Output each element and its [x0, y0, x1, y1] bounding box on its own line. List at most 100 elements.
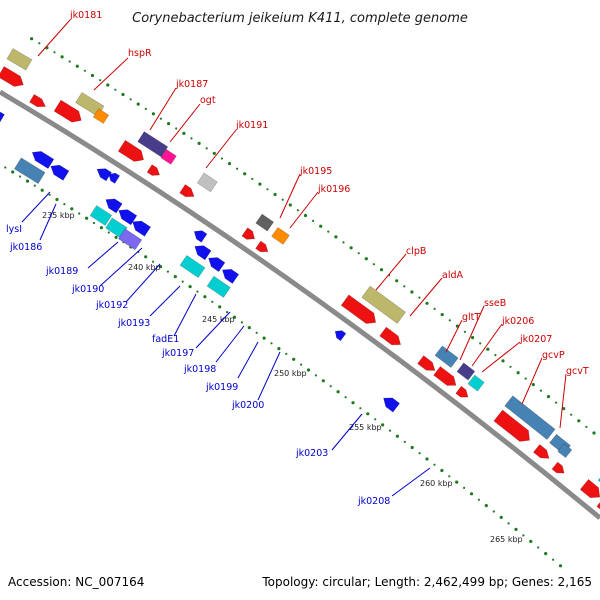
- gc-dot: [247, 326, 251, 330]
- gene-label[interactable]: jk0189: [45, 241, 119, 277]
- gene-label[interactable]: jk0193: [117, 285, 181, 329]
- leader-line: [205, 129, 237, 169]
- gene-label[interactable]: jk0192: [95, 263, 161, 311]
- gc-dot: [558, 564, 563, 568]
- gene-feature: [334, 330, 347, 342]
- gc-dot: [448, 475, 451, 478]
- leader-line: [195, 311, 231, 349]
- gene-feature: [551, 461, 565, 474]
- gc-dot: [273, 192, 277, 197]
- gene-label[interactable]: jk0208: [357, 467, 431, 507]
- gene-feature: [271, 226, 290, 245]
- gc-dot: [129, 98, 132, 101]
- gene-label[interactable]: jk0195: [279, 166, 332, 219]
- gc-dot: [175, 127, 178, 130]
- leader-line: [481, 341, 521, 373]
- gc-dot: [255, 331, 258, 334]
- gc-dot: [585, 425, 588, 428]
- gene-label[interactable]: lysI: [6, 191, 51, 235]
- gc-dot: [492, 510, 495, 513]
- gc-dot: [425, 457, 429, 461]
- gene-label[interactable]: jk0206: [471, 316, 534, 367]
- gc-dot: [334, 235, 338, 239]
- gene-label[interactable]: aldA: [409, 270, 463, 317]
- gene-label[interactable]: jk0190: [71, 247, 143, 295]
- gc-dot: [251, 177, 254, 180]
- gc-dot: [357, 252, 360, 255]
- gc-dot: [4, 166, 7, 169]
- gene-label-text: gltT: [462, 312, 480, 323]
- gc-dot: [463, 486, 466, 489]
- gc-dot: [270, 342, 273, 345]
- gene-label[interactable]: jk0196: [289, 184, 350, 229]
- gene-feature: [96, 168, 112, 182]
- gc-dot: [11, 170, 15, 174]
- gene-label[interactable]: jk0207: [481, 334, 552, 373]
- gene-label[interactable]: sseB: [459, 298, 506, 361]
- gene-label[interactable]: jk0197: [161, 311, 231, 359]
- gene-label[interactable]: jk0191: [205, 120, 268, 169]
- gene-label[interactable]: gcvT: [559, 366, 589, 429]
- gene-feature: [194, 245, 212, 261]
- leader-line: [279, 173, 301, 219]
- gene-label[interactable]: jk0186: [9, 203, 57, 253]
- gene-label[interactable]: hspR: [93, 48, 152, 91]
- gene-label-text: jk0191: [235, 120, 268, 131]
- gc-dot: [226, 311, 229, 314]
- gc-dot: [312, 219, 315, 222]
- gene-label[interactable]: jk0187: [149, 79, 208, 131]
- gc-dot: [484, 504, 488, 508]
- gc-dot: [342, 241, 345, 244]
- gene-label[interactable]: clpB: [375, 246, 426, 291]
- gene-label[interactable]: ogt: [169, 95, 216, 143]
- gene-label[interactable]: jk0198: [183, 325, 245, 375]
- gene-label-text: jk0197: [161, 348, 194, 359]
- gc-dot: [562, 407, 566, 411]
- gc-dot: [507, 522, 510, 525]
- gc-dot: [455, 480, 459, 484]
- gene-label[interactable]: jk0200: [231, 351, 281, 411]
- gc-dot: [539, 389, 543, 392]
- gene-feature: [196, 172, 218, 193]
- gc-dot: [448, 319, 451, 322]
- leader-line: [445, 319, 463, 353]
- gene-label[interactable]: gcvP: [521, 350, 565, 405]
- gc-dot: [90, 73, 95, 78]
- gc-dot: [395, 279, 399, 283]
- gc-dot: [329, 385, 332, 388]
- gene-label[interactable]: gltT: [445, 312, 480, 353]
- gene-label[interactable]: jk0203: [295, 413, 363, 459]
- gc-dot: [486, 347, 490, 351]
- gene-label-text: jk0181: [69, 10, 102, 21]
- gene-label[interactable]: jk0199: [205, 341, 259, 393]
- leader-line: [375, 253, 407, 291]
- gene-label-text: jk0207: [519, 334, 552, 345]
- gene-label[interactable]: fadE1: [152, 293, 197, 345]
- gc-dot: [577, 419, 581, 423]
- gene-label[interactable]: jk0181: [37, 10, 102, 57]
- gc-dot: [509, 365, 512, 368]
- gene-feature: [255, 240, 269, 253]
- gene-feature: [118, 228, 143, 251]
- gc-dot: [205, 147, 208, 150]
- gc-dot: [99, 79, 102, 82]
- genome-backbone: [0, 89, 600, 520]
- gc-dot: [469, 492, 474, 496]
- gc-dot: [173, 275, 177, 279]
- leader-line: [459, 305, 485, 361]
- gene-feature: [179, 184, 195, 198]
- gene-feature: [137, 131, 169, 158]
- gc-dot: [296, 209, 299, 212]
- gene-feature: [493, 409, 530, 442]
- gene-label-text: jk0195: [299, 166, 332, 177]
- gene-feature: [241, 227, 256, 240]
- gc-dot: [544, 552, 548, 556]
- gc-dot: [106, 83, 110, 87]
- gc-dot: [319, 224, 323, 228]
- gc-dot: [197, 141, 201, 145]
- gene-label-text: jk0190: [71, 284, 104, 295]
- leader-line: [289, 191, 319, 229]
- gc-dot: [166, 270, 169, 273]
